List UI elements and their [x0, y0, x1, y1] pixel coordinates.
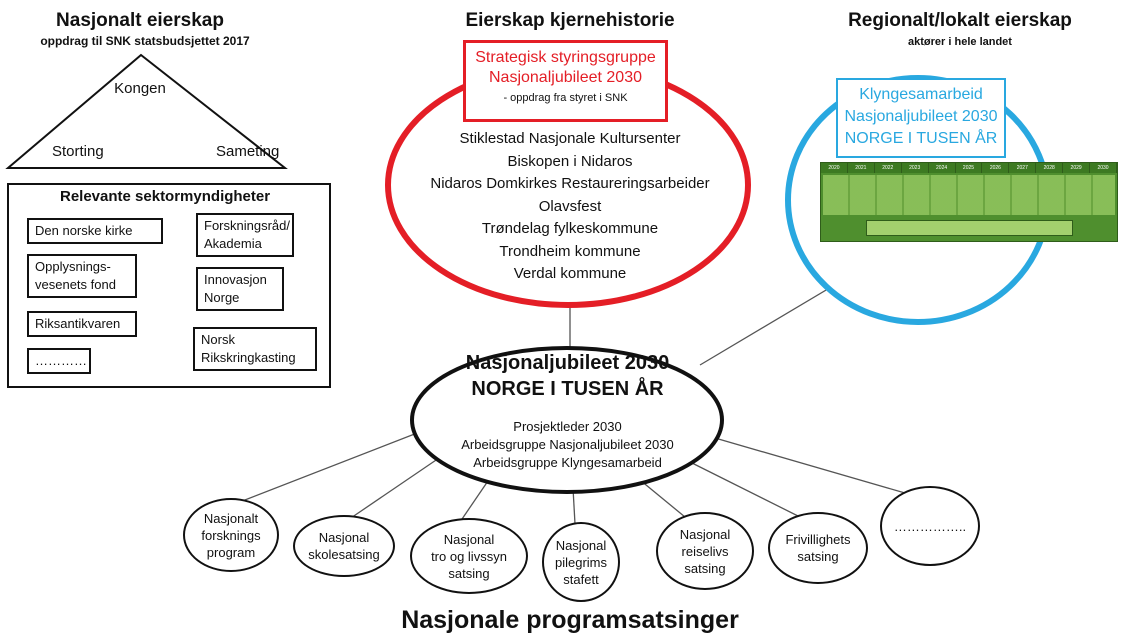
center-title2: NORGE I TUSEN ÅR — [471, 378, 664, 400]
middle-title: Eierskap kjernehistorie — [465, 10, 675, 31]
sector-item-more: ………… — [27, 348, 91, 374]
connector-prog-2 — [344, 455, 443, 523]
ownership-triangle — [5, 53, 288, 169]
member-item: Trøndelag fylkeskommune — [481, 220, 659, 237]
center-ellipse — [410, 346, 724, 494]
sector-item-innovasjon: Innovasjon Norge — [196, 267, 284, 311]
footer-title: Nasjonale programsatsinger — [401, 606, 739, 634]
center-line: Arbeidsgruppe Nasjonaljubileet 2030 — [461, 437, 674, 452]
triangle-top-label: Kongen — [114, 80, 166, 97]
center-line: Prosjektleder 2030 — [513, 419, 622, 434]
program-more: …………….. — [880, 486, 980, 566]
steering-group-sub: - oppdrag fra styret i SNK — [503, 92, 628, 104]
connector-prog-7 — [714, 437, 906, 494]
sector-item-nrk: Norsk Rikskringkasting — [193, 327, 317, 371]
timeline-year-cell: 2028 — [1036, 163, 1064, 173]
member-item: Olavsfest — [538, 197, 602, 215]
program-volunteer: Frivillighets satsing — [768, 512, 868, 584]
program-pilgrim: Nasjonal pilegrims stafett — [542, 522, 620, 602]
program-school: Nasjonal skolesatsing — [293, 515, 395, 577]
center-lines: Prosjektleder 2030 Arbeidsgruppe Nasjona… — [420, 418, 715, 472]
member-item: Biskopen i Nidaros — [507, 152, 633, 170]
timeline-year-cell: 2026 — [982, 163, 1010, 173]
timeline-year-cell: 2030 — [1090, 163, 1117, 173]
sector-item-riksantikvaren: Riksantikvaren — [27, 311, 137, 337]
timeline-year-cell: 2024 — [929, 163, 956, 173]
center-title1: Nasjonaljubileet 2030 — [465, 352, 670, 374]
timeline-year-cell: 2025 — [956, 163, 983, 173]
connector-prog-5 — [639, 479, 686, 518]
cluster-line1: Klyngesamarbeid — [859, 86, 983, 103]
sector-item-ovf: Opplysnings- vesenets fond — [27, 254, 137, 298]
right-title: Regionalt/lokalt eierskap — [848, 10, 1072, 31]
timeline-footer-bar — [866, 220, 1073, 236]
sector-item-forskningsrad: Forskningsråd/ Akademia — [196, 213, 294, 257]
timeline-year-cell: 2021 — [848, 163, 875, 173]
connector-prog-3 — [459, 477, 491, 523]
left-subtitle: oppdrag til SNK statsbudsjettet 2017 — [40, 34, 250, 48]
timeline-year-cell: 2029 — [1063, 163, 1091, 173]
steering-group-line1: Strategisk styringsgruppe — [475, 49, 656, 66]
member-item: Stiklestad Nasjonale Kultursenter — [459, 130, 681, 147]
timeline-year-cell: 2027 — [1009, 163, 1037, 173]
triangle-left-label: Storting — [52, 143, 104, 160]
cluster-line2: Nasjonaljubileet 2030 — [844, 108, 998, 125]
cluster-box: Klyngesamarbeid Nasjonaljubileet 2030 NO… — [836, 78, 1006, 158]
member-item: Nidaros Domkirkes Restaureringsarbeider — [430, 175, 710, 192]
sector-item-kirke: Den norske kirke — [27, 218, 163, 244]
program-tourism: Nasjonal reiselivs satsing — [656, 512, 754, 590]
connector-prog-4 — [572, 487, 576, 525]
cluster-line3: NORGE I TUSEN ÅR — [844, 130, 998, 147]
steering-group-line2: Nasjonaljubileet 2030 — [489, 69, 642, 86]
connector-prog-6 — [689, 461, 801, 518]
member-item: Trondheim kommune — [499, 242, 641, 260]
program-research: Nasjonalt forsknings program — [183, 498, 279, 572]
timeline-year-cell: 2022 — [875, 163, 902, 173]
timeline-year-cell: 2023 — [902, 163, 929, 173]
triangle-right-label: Sameting — [216, 143, 280, 160]
left-title: Nasjonalt eierskap — [56, 10, 224, 31]
timeline-grid — [823, 175, 1115, 215]
center-line: Arbeidsgruppe Klyngesamarbeid — [473, 455, 662, 470]
timeline-year-cell: 2020 — [821, 163, 848, 173]
member-item: Verdal kommune — [513, 265, 627, 282]
steering-group-box: Strategisk styringsgruppe Nasjonaljubile… — [463, 40, 668, 122]
core-members-list: Stiklestad Nasjonale Kultursenter Biskop… — [420, 128, 720, 286]
right-subtitle: aktører i hele landet — [908, 36, 1012, 48]
connector-prog-1 — [231, 427, 431, 506]
sector-title: Relevante sektormyndigheter — [60, 188, 271, 205]
program-faith: Nasjonal tro og livssyn satsing — [410, 518, 528, 594]
